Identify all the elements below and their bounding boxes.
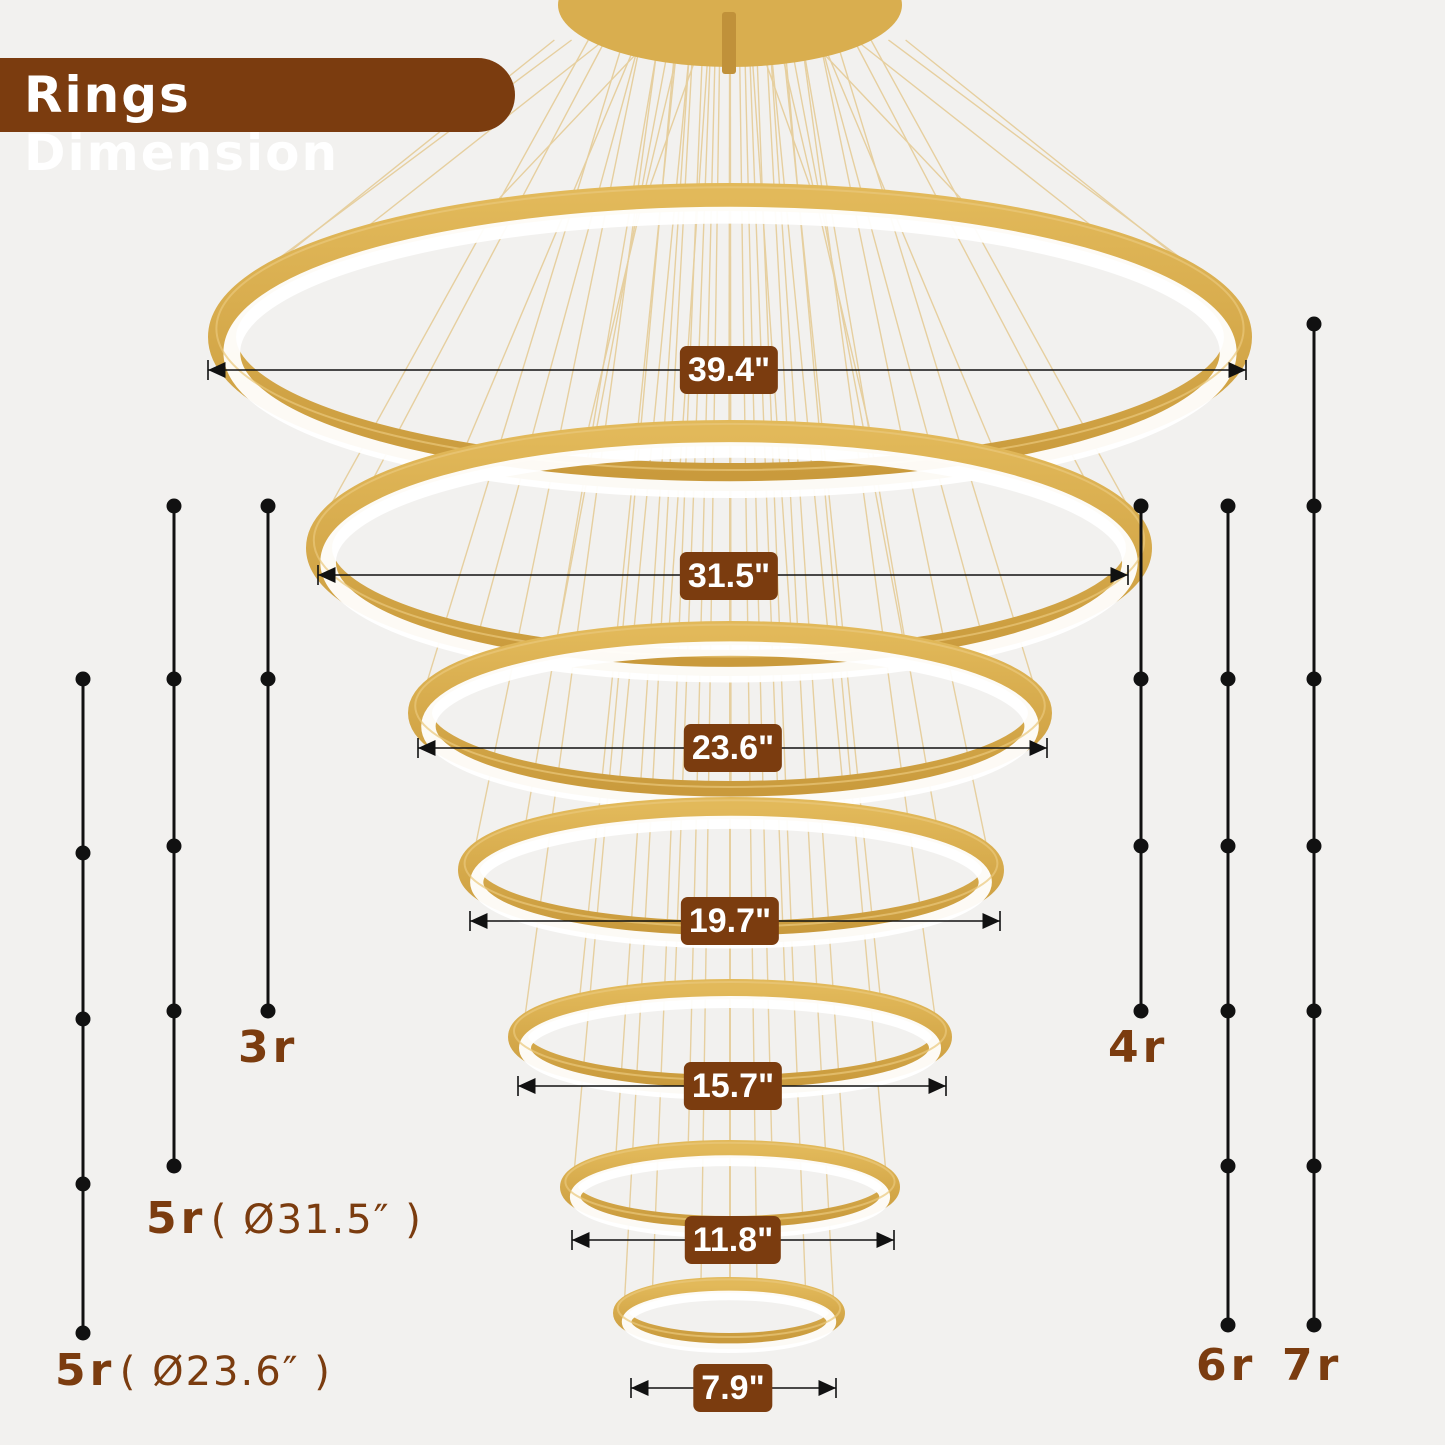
suspension-wire: [276, 39, 572, 261]
suspension-wire: [373, 39, 606, 478]
ring-light-diffuser: [621, 1290, 837, 1354]
suspension-wire: [835, 39, 1035, 686]
canopy-terminal: [722, 12, 736, 74]
ring-band: [306, 420, 1152, 676]
height-scale-dot: [75, 1325, 91, 1341]
ceiling-canopy: [558, 0, 902, 74]
height-scale-1: [260, 498, 276, 1019]
config-note: ( Ø31.5″ ): [210, 1197, 423, 1243]
height-scale-dot: [1220, 1003, 1236, 1019]
suspension-wire: [855, 39, 1090, 225]
config-5r-small-label: 5r ( Ø23.6″ ): [55, 1345, 332, 1396]
height-scale-6: [1306, 316, 1322, 1333]
height-scale-dot: [1306, 671, 1322, 687]
suspension-wire: [668, 39, 710, 623]
suspension-wire: [810, 39, 962, 199]
config-6r-label: 6r: [1196, 1340, 1256, 1391]
height-scale-dot: [1133, 1003, 1149, 1019]
height-scale-dot: [1306, 838, 1322, 854]
height-scale-dot: [166, 838, 182, 854]
suspension-wire: [464, 39, 639, 448]
rings-group: [208, 183, 1252, 1354]
height-scale-dot: [1133, 671, 1149, 687]
ring-7: [613, 1277, 845, 1354]
suspension-wire: [853, 39, 1085, 478]
ring-highlight: [215, 186, 1245, 471]
height-scale-2: [1133, 498, 1149, 1019]
ring-2-dimension-badge: 31.5": [679, 552, 779, 600]
suspension-wire: [783, 39, 887, 1169]
ring-6-dimension-badge: 11.8": [684, 1216, 782, 1264]
config-3r-label: 3r: [238, 1022, 298, 1073]
ring-light-diffuser: [223, 206, 1237, 498]
ring-band: [613, 1277, 845, 1349]
height-scale-dot: [1306, 498, 1322, 514]
height-scale-dot: [1220, 498, 1236, 514]
config-7r-label: 7r: [1282, 1340, 1342, 1391]
height-scale-dot: [260, 498, 276, 514]
height-scale-dot: [1306, 316, 1322, 332]
suspension-wire: [821, 39, 994, 448]
suspension-wire: [573, 39, 677, 1169]
ring-light-diffuser: [320, 442, 1138, 683]
height-scale-dot: [260, 671, 276, 687]
suspension-wire: [769, 39, 845, 1152]
config-4r-label: 4r: [1108, 1022, 1168, 1073]
ring-5-dimension-badge: 15.7": [683, 1062, 783, 1110]
height-scale-dot: [1133, 838, 1149, 854]
config-count: 5r: [146, 1193, 207, 1244]
ring-7-dimension-badge: 7.9": [693, 1364, 773, 1412]
title-banner: Rings Dimension: [0, 58, 515, 182]
config-note: ( Ø23.6″ ): [119, 1349, 332, 1395]
height-scale-dot: [1306, 1003, 1322, 1019]
suspension-wire: [615, 39, 691, 1152]
config-count: 4r: [1108, 1022, 1169, 1073]
suspension-wire: [819, 39, 989, 657]
height-scale-dot: [1220, 838, 1236, 854]
suspension-wire: [471, 39, 641, 657]
ring-band: [408, 621, 1052, 805]
ring-highlight: [616, 1278, 842, 1338]
ring-4-dimension-badge: 19.7": [680, 897, 780, 945]
height-scale-dot: [166, 1003, 182, 1019]
height-scale-dot: [166, 671, 182, 687]
height-scale-5: [1220, 498, 1236, 1333]
height-scale-dot: [1220, 1317, 1236, 1333]
ring-band: [208, 183, 1252, 491]
suspension-wire: [789, 39, 903, 635]
height-scale-dot: [75, 1176, 91, 1192]
suspension-wire: [750, 39, 792, 623]
height-scale-dot: [166, 498, 182, 514]
page-title: Rings Dimension: [24, 66, 340, 182]
height-scale-dot: [75, 671, 91, 687]
config-count: 6r: [1196, 1340, 1257, 1391]
height-scale-dot: [75, 845, 91, 861]
height-scale-dot: [1220, 1158, 1236, 1174]
height-scale-lines: [75, 316, 1322, 1341]
height-scale-dot: [1306, 1158, 1322, 1174]
suspension-wire: [498, 39, 650, 199]
height-scale-dot: [1133, 498, 1149, 514]
height-scale-dot: [75, 1011, 91, 1027]
height-scale-dot: [260, 1003, 276, 1019]
suspension-wire: [557, 39, 671, 635]
ring-highlight: [414, 623, 1046, 788]
config-count: 3r: [238, 1022, 299, 1073]
height-scale-dot: [1220, 671, 1236, 687]
ring-1-dimension-badge: 39.4": [679, 346, 779, 394]
height-scale-3: [166, 498, 182, 1174]
height-scale-dot: [166, 1158, 182, 1174]
config-count: 5r: [55, 1345, 116, 1396]
config-count: 7r: [1282, 1340, 1343, 1391]
ring-3-dimension-badge: 23.6": [683, 724, 783, 772]
config-5r-large-label: 5r ( Ø31.5″ ): [146, 1193, 423, 1244]
ring-1: [208, 183, 1252, 498]
ring-highlight: [312, 422, 1146, 658]
height-scale-dot: [1306, 1317, 1322, 1333]
height-scale-4: [75, 671, 91, 1341]
ring-2: [306, 420, 1152, 683]
suspension-wire: [370, 39, 605, 225]
